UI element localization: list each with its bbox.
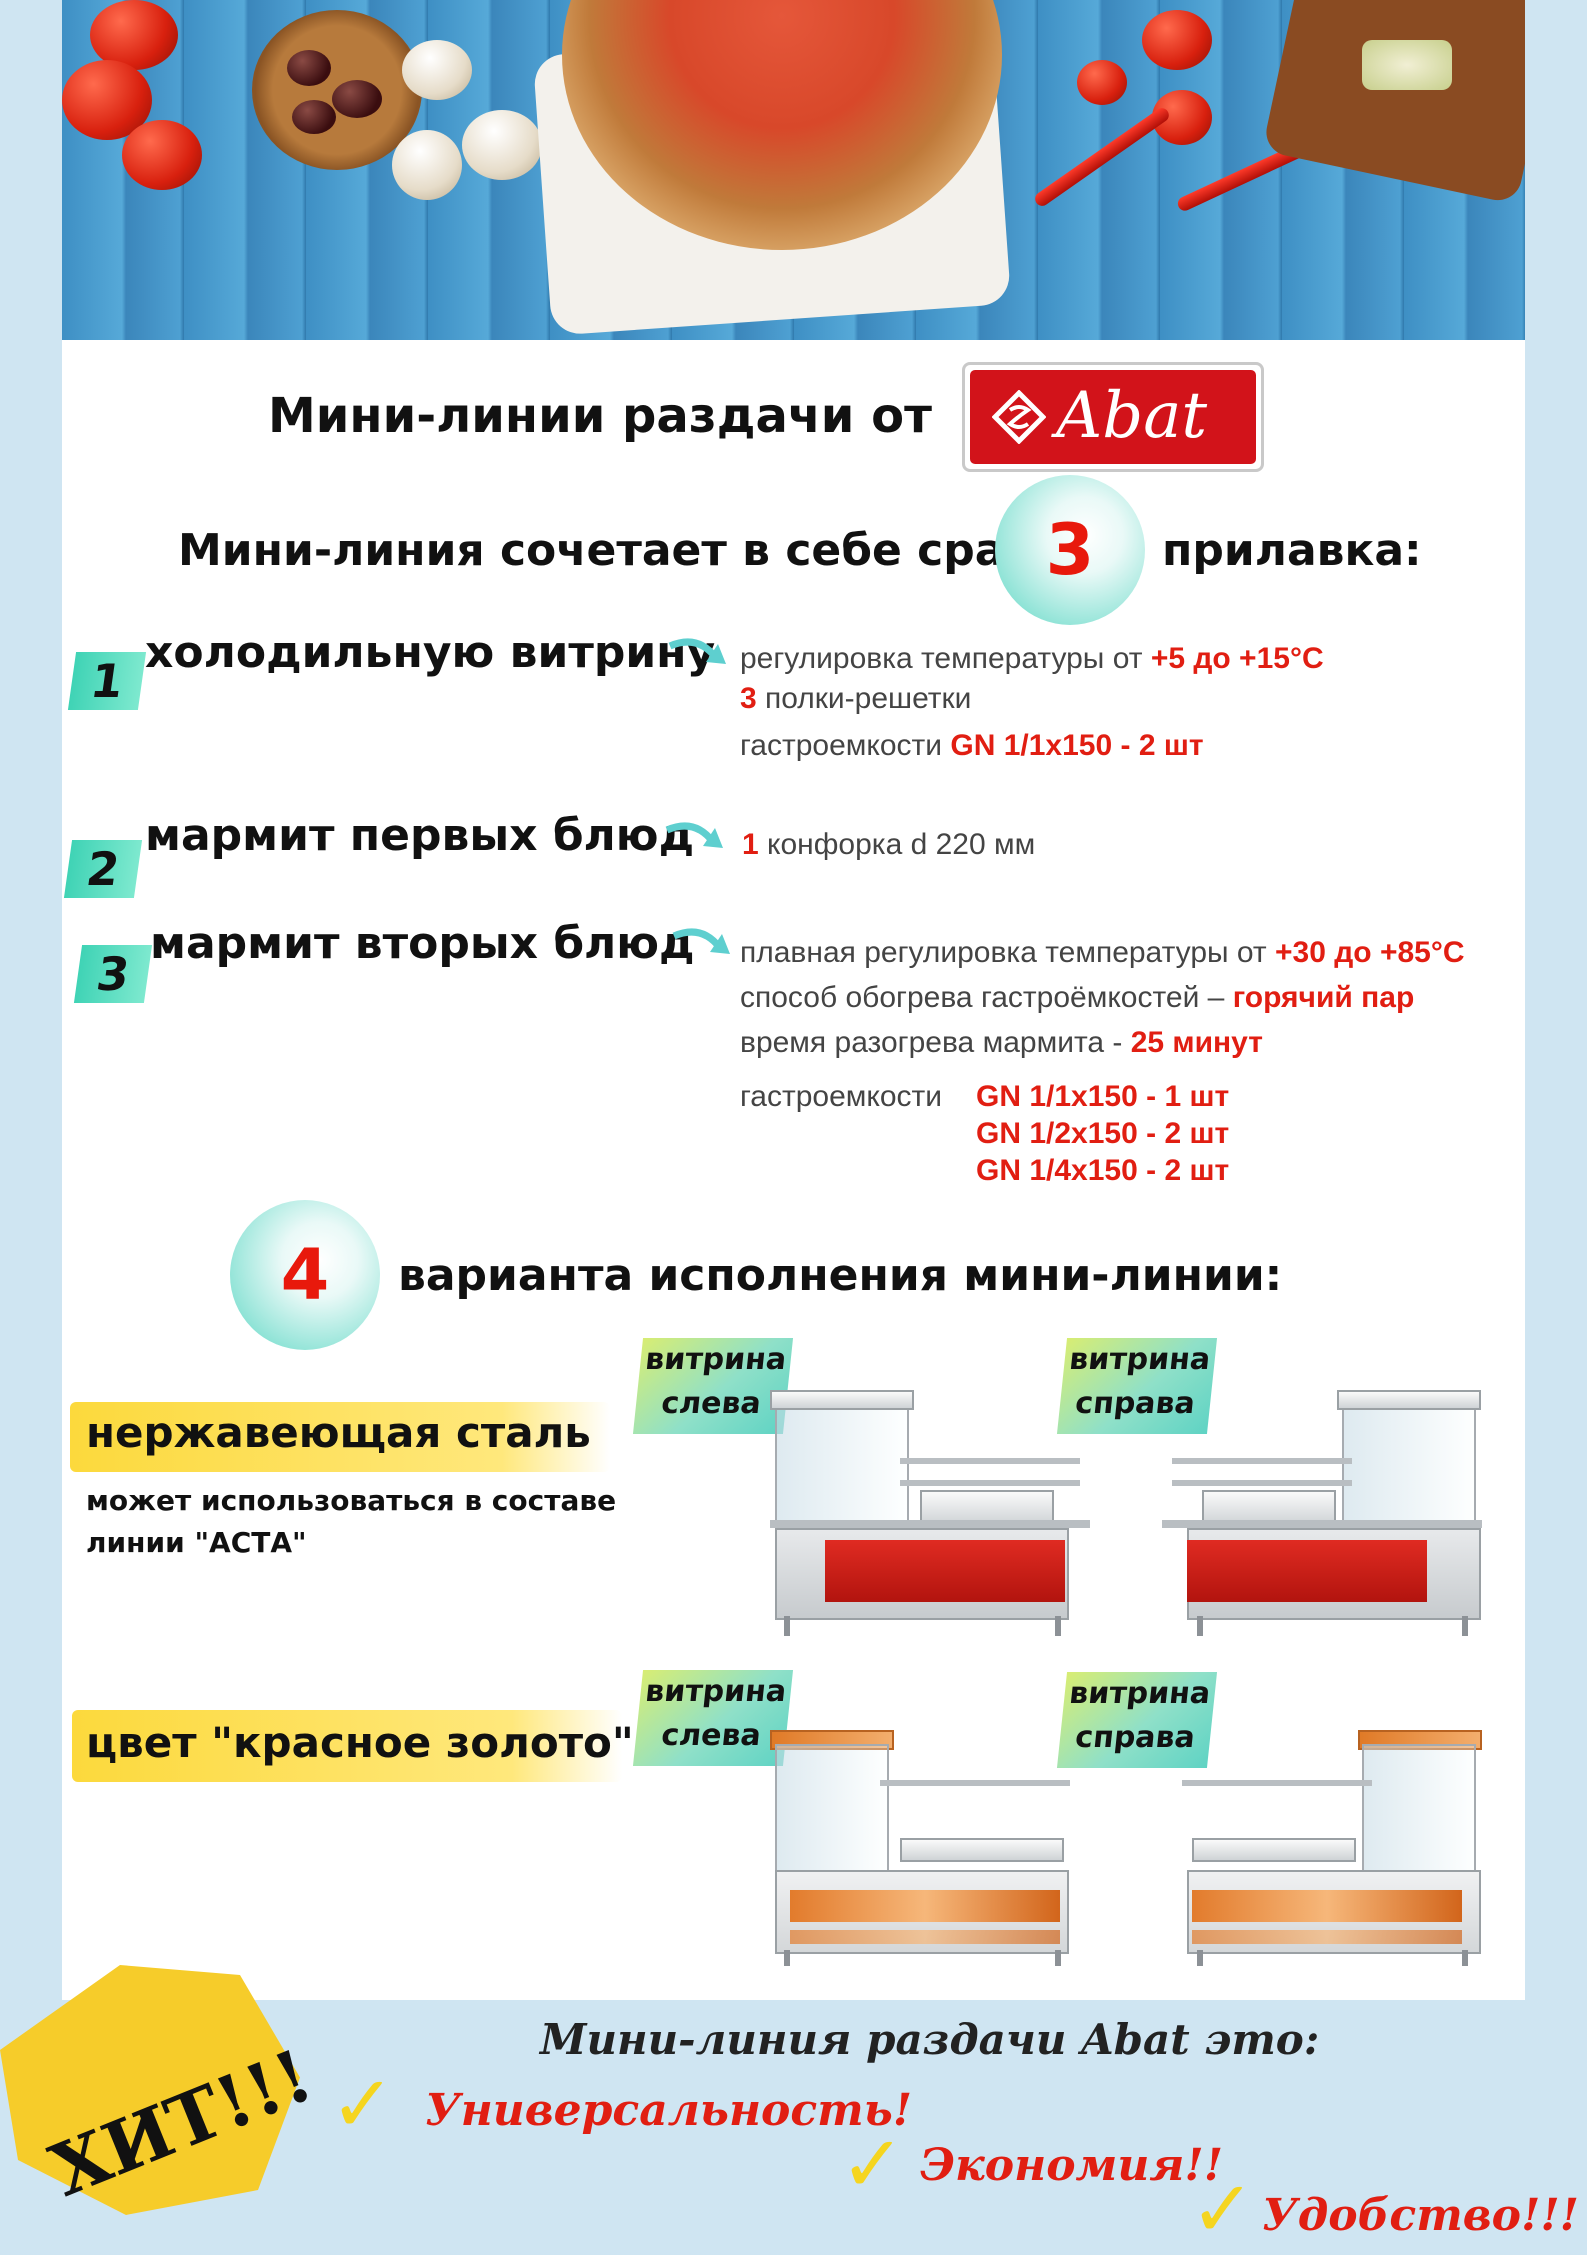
spec-accent: 25 минут [1130,1026,1263,1059]
gold-highlight [72,1710,622,1782]
chili-pepper-image [1032,105,1172,209]
spec-accent: GN 1/1x150 - 2 шт [950,729,1204,762]
tomato-image [1142,10,1212,70]
spec-line: GN 1/1x150 - 1 шт [976,1080,1229,1114]
spec-text: гастроемкости [740,1080,943,1113]
counter-name-1: холодильную витрину [145,627,716,678]
count-number: 4 [280,1234,330,1316]
spec-accent: +5 до +15°C [1150,642,1324,675]
badge-line: слева [659,1718,763,1753]
mushroom-image [392,130,462,200]
olive-image [292,100,336,134]
stainless-counter-left-image [770,1390,1090,1640]
abat-logo: Abat [962,362,1264,472]
counter-name-3: мармит вторых блюд [150,918,695,969]
spec-text: способ обогрева гастроёмкостей – [740,981,1233,1014]
mushroom-image [462,110,542,180]
spec-accent: GN 1/1x150 - 1 шт [976,1080,1230,1113]
spec-text: плавная регулировка температуры от [740,936,1276,969]
arrow-icon [665,822,723,848]
count-circle-3: 3 [995,475,1145,625]
spec-text: полки-решетки [756,682,972,715]
badge-line: витрина [643,1674,789,1709]
spec-line: время разогрева мармита - 25 минут [740,1026,1263,1060]
check-icon: ✓ [1190,2165,1256,2255]
footer-title: Мини-линия раздачи Abat это: [540,2015,1320,2064]
arrow-icon [668,638,726,664]
badge-line: витрина [1067,1342,1213,1377]
spec-line: GN 1/4x150 - 2 шт [976,1154,1229,1188]
benefit-1: Универсальность! [425,2085,913,2136]
badge-line: слева [659,1386,763,1421]
gold-label: цвет "красное золото" [86,1718,634,1767]
spec-line: способ обогрева гастроёмкостей – горячий… [740,981,1414,1015]
spec-line: регулировка температуры от +5 до +15°C [740,642,1324,676]
gold-counter-right-image [1162,1730,1482,1970]
tomato-image [122,120,202,190]
benefit-2: Экономия!! [920,2140,1224,2191]
badge-line: витрина [643,1342,789,1377]
spec-line: 1 конфорка d 220 мм [742,828,1035,862]
count-number: 3 [1045,509,1095,591]
stainless-note: может использоваться в составе [86,1484,617,1517]
benefit-3: Удобство!!! [1262,2190,1579,2241]
stainless-note: линии "АСТА" [86,1526,307,1559]
intro-text: Мини-линия сочетает в себе сразу [178,525,1059,576]
variants-heading: варианта исполнения мини-линии: [398,1250,1283,1301]
spec-line: гастроемкости [740,1080,942,1114]
spec-text: время разогрева мармита - [740,1026,1131,1059]
number-tag-label: 3 [93,947,133,1001]
spec-text: конфорка d 220 мм [758,828,1036,861]
olive-image [332,80,382,118]
tomato-image [90,0,178,70]
abat-logo-mark-icon [991,389,1047,445]
gold-counter-left-image [770,1730,1090,1970]
number-tag-2: 2 [63,840,143,898]
spec-accent: GN 1/2x150 - 2 шт [976,1117,1230,1150]
check-icon: ✓ [330,2060,396,2150]
spec-accent: GN 1/4x150 - 2 шт [976,1154,1230,1187]
spec-line: плавная регулировка температуры от +30 д… [740,936,1465,970]
page-title: Мини-линии раздачи от [268,388,932,444]
spec-accent: 1 [742,828,759,861]
intro-text-end: прилавка: [1162,525,1422,576]
tomato-image [1077,60,1127,105]
counter-name-2: мармит первых блюд [145,810,695,861]
spec-accent: горячий пар [1232,981,1415,1014]
cutting-board-image [1261,0,1525,205]
cheese-image [1362,40,1452,90]
spec-line: гастроемкости GN 1/1x150 - 2 шт [740,729,1204,763]
number-tag-3: 3 [73,945,153,1003]
stainless-label: нержавеющая сталь [86,1408,591,1457]
spec-line: GN 1/2x150 - 2 шт [976,1117,1229,1151]
badge-line: витрина [1067,1676,1213,1711]
stainless-highlight [70,1402,610,1472]
number-tag-label: 1 [87,654,127,708]
abat-logo-text: Abat [1056,379,1208,453]
stainless-counter-right-image [1162,1390,1482,1640]
arrow-icon [672,928,730,954]
number-tag-1: 1 [67,652,147,710]
spec-accent: 3 [740,682,757,715]
count-circle-4: 4 [230,1200,380,1350]
spec-accent: +30 до +85°C [1275,936,1465,969]
mushroom-image [402,40,472,100]
check-icon: ✓ [840,2120,906,2210]
number-tag-label: 2 [83,842,123,896]
spec-line: 3 полки-решетки [740,682,971,716]
olive-image [287,50,331,86]
food-banner-image [62,0,1525,340]
spec-text: регулировка температуры от [740,642,1151,675]
spec-text: гастроемкости [740,729,951,762]
